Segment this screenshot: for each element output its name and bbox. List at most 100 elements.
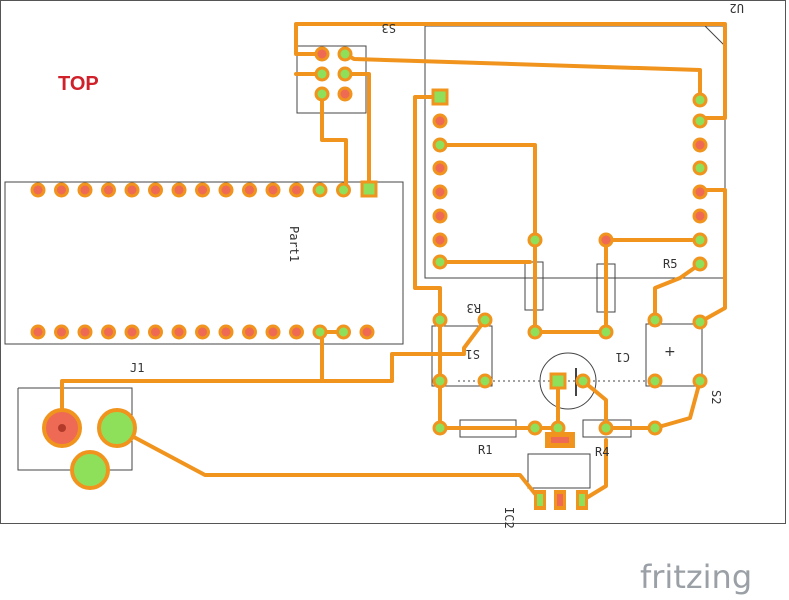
j1-outline — [17, 387, 133, 471]
trace-s3-part1-b — [320, 92, 348, 192]
u2-right-pad-2 — [692, 113, 708, 129]
part1-bottom-pad-6 — [148, 324, 163, 340]
part1-bottom-pad-11 — [265, 324, 281, 340]
j1-pad-3 — [70, 450, 110, 490]
r5-pad-2 — [598, 324, 614, 340]
part1-top-pad-9 — [218, 182, 234, 198]
r1-pad-1 — [432, 420, 448, 436]
s1-pad-4 — [477, 373, 493, 389]
trace-u2-s2-b — [653, 262, 702, 322]
label-part1: Part1 — [287, 226, 301, 262]
s3-pad-5 — [314, 86, 330, 102]
pads — [30, 46, 708, 436]
s2-pad-3 — [647, 373, 663, 389]
u2-left-pad-4 — [432, 160, 448, 176]
r3-pad-1 — [527, 232, 543, 248]
u2-left-pad-7 — [432, 232, 448, 248]
label-s3: S3 — [382, 21, 396, 35]
s2-outline — [645, 323, 703, 387]
layer-label: TOP — [58, 73, 99, 95]
part1-top-pad-7 — [171, 182, 187, 198]
r4-pad-1 — [598, 420, 614, 436]
ic2-pin1-inner — [537, 494, 543, 506]
ic2-pin2-inner — [557, 494, 563, 506]
u2-left-pad-6 — [432, 208, 448, 224]
s1-pad-1 — [432, 312, 448, 328]
part1-bottom-pad-14 — [336, 324, 351, 340]
part1-top-pad-2 — [54, 182, 69, 198]
trace-j1-ic2 — [115, 426, 542, 502]
s3-pad-6 — [337, 86, 353, 102]
part1-top-pad-3 — [77, 182, 93, 198]
label-r1: R1 — [478, 443, 492, 457]
c1-pad-round — [575, 373, 591, 389]
s2-pad-1 — [647, 312, 663, 328]
j1-pad-1-hole — [58, 424, 66, 432]
part1-bottom-pad-1 — [30, 324, 46, 340]
trace-r4-s2 — [604, 379, 702, 430]
u2-right-pad-5 — [692, 184, 708, 200]
trace-u2-s1 — [413, 95, 442, 322]
u2-left-pad-3 — [432, 137, 448, 153]
label-r4: R4 — [595, 445, 609, 459]
u2-right-pad-7 — [692, 232, 708, 248]
label-r3: R3 — [467, 301, 481, 315]
u2-right-pad-3 — [692, 137, 708, 153]
u2-corner — [704, 25, 726, 47]
part1-top-pad-11 — [265, 182, 281, 198]
part1-bottom-pad-12 — [289, 324, 304, 340]
part1-bottom-pad-15 — [359, 324, 375, 340]
fritzing-logo: fritzing — [640, 558, 752, 596]
u2-right-pad-8 — [692, 256, 708, 272]
trace-s3-part1 — [343, 72, 371, 192]
part1-bottom-pad-4 — [101, 324, 116, 340]
part1-top-pad-4 — [101, 182, 116, 198]
r5-pad-1 — [598, 232, 614, 248]
j1-pad-2 — [97, 408, 137, 448]
u2-pin1-pad — [431, 88, 449, 106]
label-ic2: IC2 — [502, 507, 516, 529]
part1-top-pad-14 — [336, 182, 351, 198]
part1-bottom-pad-13 — [312, 324, 328, 340]
u2-left-pad-5 — [432, 184, 448, 200]
trace-s3-u2-top — [294, 22, 727, 120]
trace-j1-s1 — [320, 352, 466, 383]
part1-top-pad-8 — [195, 182, 210, 198]
part1-outline — [4, 181, 404, 345]
s2-pad-2 — [692, 314, 708, 330]
part1-top-pad-10 — [242, 182, 257, 198]
label-u2: U2 — [730, 1, 744, 15]
part1-bottom-pad-2 — [54, 324, 69, 340]
trace-u2-r3 — [438, 143, 537, 242]
u2-left-pad-2 — [432, 113, 448, 129]
s1-pad-2 — [477, 312, 493, 328]
part1-bottom-pad-8 — [195, 324, 210, 340]
r3-pad-2 — [527, 324, 543, 340]
label-c1: C1 — [616, 350, 630, 364]
trace-part1-j1 — [60, 330, 324, 430]
u2-right-pad-1 — [692, 92, 708, 108]
u2-left-pad-8 — [432, 254, 448, 270]
part1-top-pad-13 — [312, 182, 328, 198]
trace-ic2-r4 — [581, 438, 608, 502]
part1-top-pad-6 — [148, 182, 163, 198]
s3-pad-3 — [314, 66, 330, 82]
part1-bottom-pad-7 — [171, 324, 187, 340]
part1-top-pad-5 — [124, 182, 140, 198]
ic2-tab-inner — [551, 437, 569, 443]
u2-right-pad-6 — [692, 208, 708, 224]
s2-plus-mark: + — [664, 344, 676, 360]
r4-pad-2 — [647, 420, 663, 436]
s3-pad-2 — [337, 46, 353, 62]
trace-c1-r4 — [581, 379, 608, 430]
label-r5: R5 — [663, 257, 677, 271]
label-j1: J1 — [130, 361, 144, 375]
r1-pad-2 — [527, 420, 543, 436]
c1-pad-square — [549, 372, 567, 390]
s3-outline — [296, 45, 367, 114]
part1-top-pad-12 — [289, 182, 304, 198]
trace-u2-s2 — [698, 188, 727, 324]
trace-s1-r3 — [462, 318, 487, 354]
part1-bottom-pad-3 — [77, 324, 93, 340]
